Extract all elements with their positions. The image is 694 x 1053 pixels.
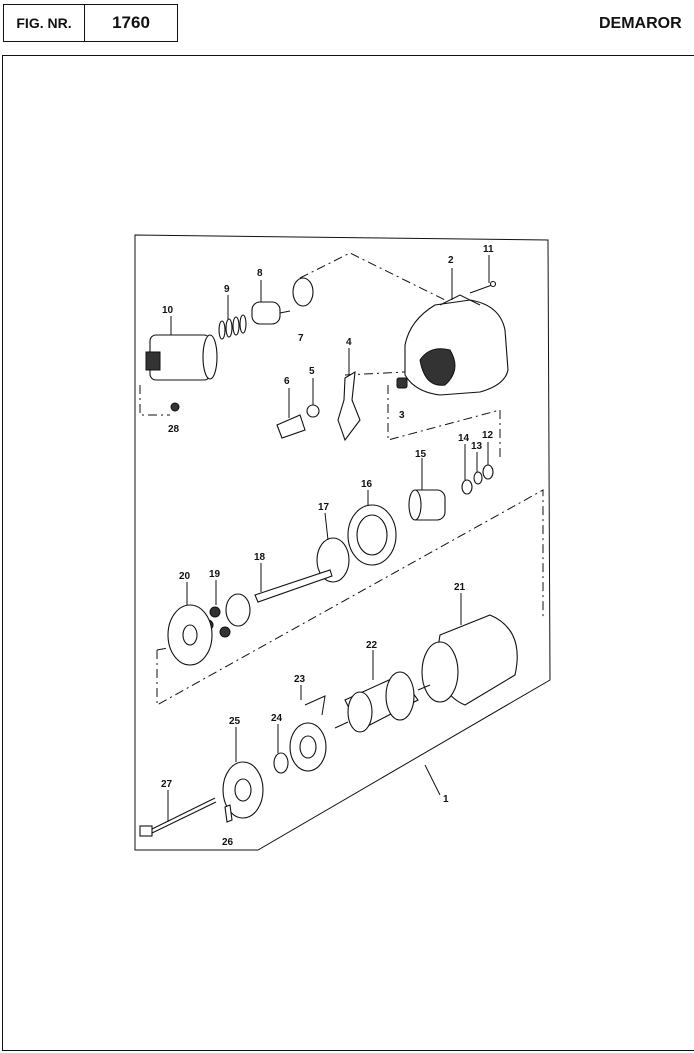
callout-26: 26 <box>222 837 234 848</box>
leader-line-1 <box>424 764 441 796</box>
internal-gear-plate <box>167 604 213 666</box>
assembly-line-solenoid <box>139 385 170 416</box>
callout-7: 7 <box>298 333 304 344</box>
bush <box>396 377 408 389</box>
bearing <box>273 752 289 774</box>
callout-27: 27 <box>161 779 173 790</box>
callout-14: 14 <box>458 433 470 444</box>
callout-10: 10 <box>162 305 174 316</box>
plunger-spring <box>218 314 247 340</box>
callout-23: 23 <box>294 674 306 685</box>
figure-number-label: FIG. NR. <box>4 5 85 41</box>
plunger <box>251 301 291 325</box>
callout-2: 2 <box>448 255 454 266</box>
armature <box>334 671 431 733</box>
planet-gear <box>209 606 221 618</box>
ring-gear <box>347 504 397 566</box>
gear-cover <box>316 537 350 583</box>
housing-bolt <box>469 280 497 294</box>
assembly-line-upper <box>299 252 446 301</box>
figure-number-value: 1760 <box>112 13 150 32</box>
assembly-line-fork <box>387 385 501 460</box>
callout-11: 11 <box>483 244 494 255</box>
yoke <box>421 614 518 706</box>
callout-8: 8 <box>257 268 263 279</box>
callout-1: 1 <box>443 794 449 805</box>
pinion-clutch <box>408 489 446 521</box>
snap-ring <box>482 464 494 480</box>
callout-21: 21 <box>454 582 466 593</box>
assembly-outline <box>134 234 551 851</box>
stop-ring <box>473 471 483 485</box>
drawing-frame <box>2 55 694 1051</box>
rear-cover <box>222 761 264 819</box>
plunger-cover <box>292 277 314 307</box>
o-ring <box>306 404 320 418</box>
callout-13: 13 <box>471 441 483 452</box>
callout-19: 19 <box>209 569 221 580</box>
through-bolt <box>139 797 217 837</box>
callout-25: 25 <box>229 716 241 727</box>
callout-6: 6 <box>284 376 290 387</box>
callout-5: 5 <box>309 366 315 377</box>
page-title: DEMAROR <box>599 15 682 32</box>
planet-gear-3 <box>219 626 231 638</box>
callout-20: 20 <box>179 571 191 582</box>
assembly-line-mid <box>156 489 544 706</box>
solenoid-nut <box>170 402 180 412</box>
leader-line-17 <box>324 512 329 541</box>
callout-15: 15 <box>415 449 427 460</box>
figure-number-box: FIG. NR. 1760 <box>3 4 178 42</box>
planetary-shaft <box>225 569 333 627</box>
drive-lever <box>337 370 361 442</box>
callout-12: 12 <box>482 430 494 441</box>
callout-9: 9 <box>224 284 230 295</box>
cover-screw <box>224 804 233 823</box>
callout-28: 28 <box>168 424 180 435</box>
callout-3: 3 <box>399 410 405 421</box>
callout-18: 18 <box>254 552 266 563</box>
drive-housing <box>404 294 509 396</box>
thrust-washer <box>461 479 473 495</box>
callout-4: 4 <box>346 337 352 348</box>
brush-holder <box>289 695 327 772</box>
callout-17: 17 <box>318 502 330 513</box>
callout-16: 16 <box>361 479 373 490</box>
solenoid-switch <box>145 334 218 381</box>
callout-24: 24 <box>271 713 283 724</box>
lever-holder <box>276 414 306 439</box>
callout-22: 22 <box>366 640 378 651</box>
